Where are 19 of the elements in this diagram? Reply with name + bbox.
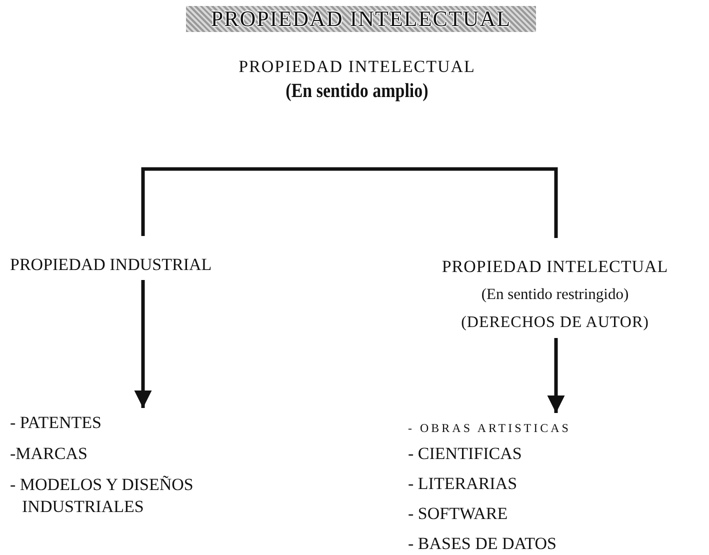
list-item: - SOFTWARE bbox=[408, 503, 508, 525]
bracket-line bbox=[357, 167, 558, 238]
list-item: - OBRAS ARTISTICAS bbox=[408, 420, 571, 437]
arrow bbox=[134, 280, 152, 408]
list-item: - MODELOS Y DISEÑOS INDUSTRIALES bbox=[10, 474, 194, 518]
list-item: - BASES DE DATOS bbox=[408, 533, 556, 555]
list-item: - CIENTIFICAS bbox=[408, 443, 522, 465]
node-title: PROPIEDAD INTELECTUAL bbox=[238, 56, 476, 78]
node-title: PROPIEDAD INDUSTRIAL bbox=[10, 254, 212, 276]
node-subtitle: (En sentido amplio) bbox=[286, 80, 428, 102]
title-banner: PROPIEDAD INTELECTUAL bbox=[186, 6, 536, 32]
node-title: PROPIEDAD INTELECTUAL bbox=[442, 256, 668, 278]
arrow bbox=[547, 338, 565, 413]
list-item: -MARCAS bbox=[10, 443, 88, 465]
list-item: - LITERARIAS bbox=[408, 473, 518, 495]
node-subtitle: (DERECHOS DE AUTOR) bbox=[461, 313, 649, 333]
node-subtitle: (En sentido restringido) bbox=[481, 285, 629, 305]
list-item: - PATENTES bbox=[10, 412, 102, 434]
bracket-line bbox=[141, 167, 357, 236]
